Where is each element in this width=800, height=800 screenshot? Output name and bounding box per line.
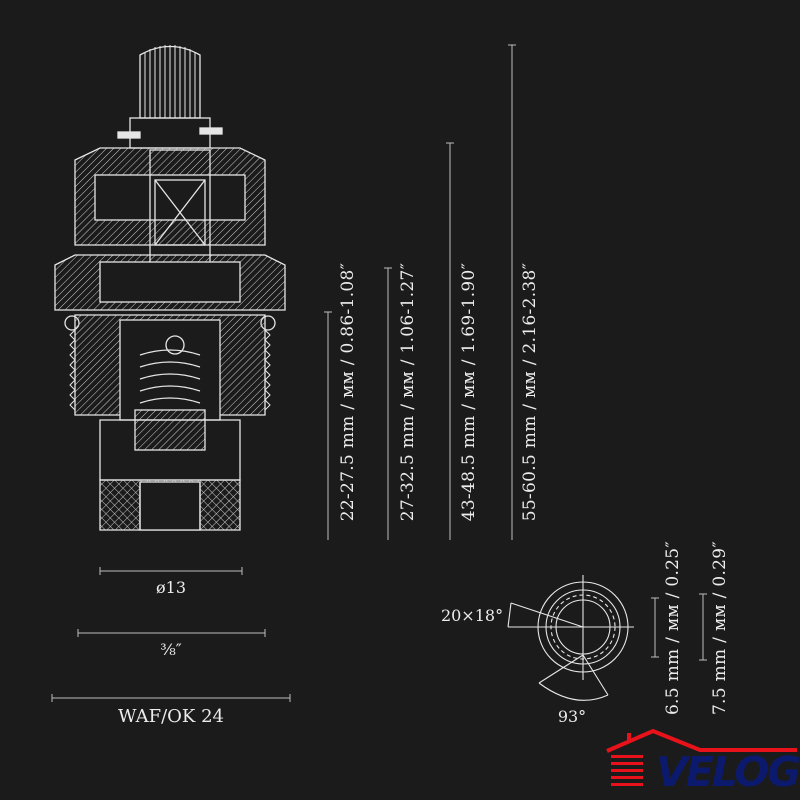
spindle-label-2: 7.5 mm / мм / 0.29″ [710, 540, 730, 716]
spring [139, 335, 201, 404]
spindle-knob [117, 45, 223, 149]
angle-label: 93° [557, 707, 587, 726]
logo-text: VELOG [656, 748, 800, 796]
thread-label: ⅜″ [160, 640, 182, 659]
length-label-1: 22-27.5 mm / мм / 0.86-1.08″ [338, 262, 358, 522]
wrench-size-label: WAF/OK 24 [118, 706, 224, 727]
cartridge-body [54, 147, 286, 531]
length-label-2: 27-32.5 mm / мм / 1.06-1.27″ [398, 262, 418, 522]
velog-logo [606, 728, 797, 786]
dimension-lines [51, 44, 707, 702]
spindle-label-1: 6.5 mm / мм / 0.25″ [663, 540, 683, 716]
spline-end-view [507, 575, 634, 701]
length-label-4: 55-60.5 mm / мм / 2.16-2.38″ [520, 262, 540, 522]
length-label-3: 43-48.5 mm / мм / 1.69-1.90″ [459, 262, 479, 522]
spline-label: 20×18° [440, 606, 504, 625]
diameter-label: ø13 [156, 578, 186, 597]
